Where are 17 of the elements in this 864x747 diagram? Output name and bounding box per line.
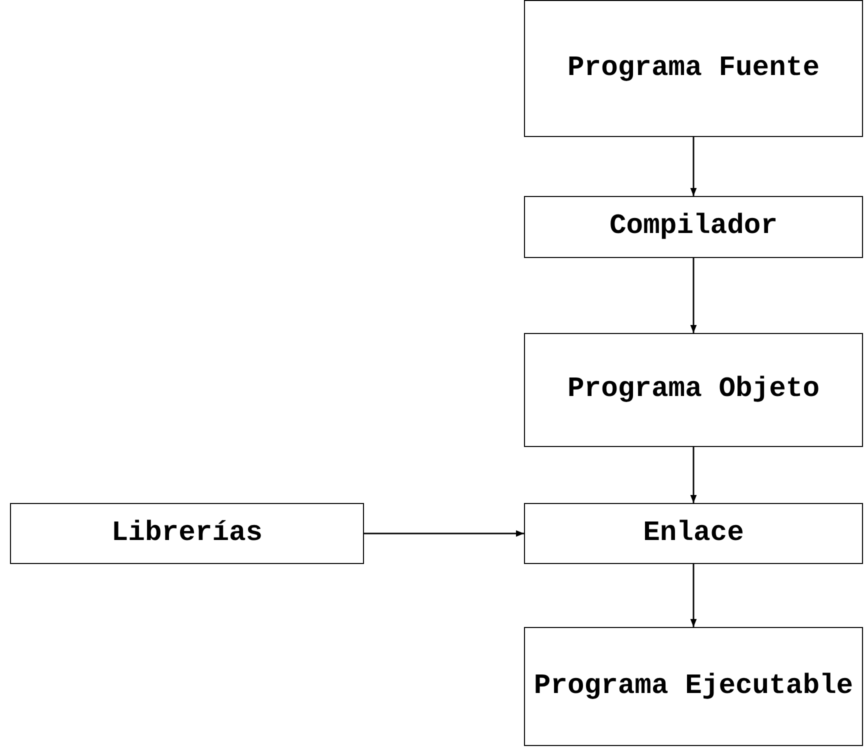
process-box	[524, 0, 863, 137]
box-label: Programa Ejecutable	[534, 670, 854, 704]
box-label: Compilador	[609, 210, 778, 244]
arrow	[690, 564, 697, 627]
arrow	[690, 258, 697, 333]
box-label: Programa Fuente	[567, 52, 820, 86]
arrow	[690, 137, 697, 196]
arrow	[690, 447, 697, 503]
box-label: Programa Objeto	[567, 373, 820, 407]
process-box	[524, 627, 863, 746]
process-box	[524, 503, 863, 564]
process-box	[524, 196, 863, 258]
box-label: Enlace	[643, 516, 744, 550]
box-label: Librerías	[111, 516, 263, 550]
arrow	[364, 530, 524, 537]
process-box	[524, 333, 863, 447]
process-box	[10, 503, 364, 564]
